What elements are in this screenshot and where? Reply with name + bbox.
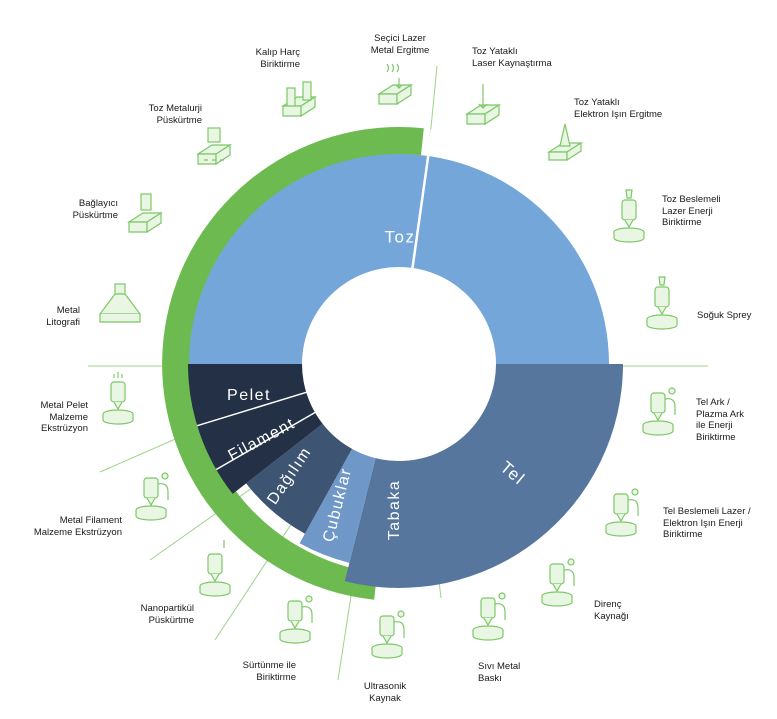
label-toz-yatakli-laser: Toz Yataklı Laser Kaynaştırma [472, 46, 552, 69]
mold-icon [280, 81, 318, 118]
resistance-icon [541, 558, 575, 607]
label-ultrasonik: Ultrasonik Kaynak [363, 681, 407, 704]
liquid-metal-icon [472, 592, 506, 641]
segment-label-tabaka: Tabaka [386, 480, 403, 541]
label-toz-yatakli-elektron: Toz Yataklı Elektron Işın Ergitme [574, 97, 663, 120]
label-metal-litografi: Metal Litografi [46, 305, 80, 328]
segment-label-toz: Toz [385, 227, 416, 246]
binder-jet-icon [126, 193, 164, 234]
label-tel-beslemeli: Tel Beslemeli Lazer / Elektron Işın Ener… [663, 506, 751, 540]
block-arrow-icon [464, 84, 502, 126]
wire-feed-icon [605, 488, 639, 537]
label-toz-metalurji: Toz Metalurji Püskürtme [148, 103, 202, 126]
cone-block-icon [546, 123, 584, 162]
label-direnc: Direnç Kaynağı [594, 599, 629, 622]
label-kalip-harc: Kalıp Harç Biriktirme [255, 47, 300, 70]
wheel-segments [188, 129, 623, 588]
label-nanopartikul: Nanopartikül Püskürtme [140, 603, 194, 626]
ultrasonic-icon [371, 610, 405, 659]
toz-seam [411, 129, 434, 270]
dark-separator-2 [197, 391, 308, 427]
sprayer-icon [646, 276, 678, 330]
arc-torch-icon [642, 387, 676, 436]
segment-cubuklar [246, 423, 353, 534]
center-hole [302, 267, 496, 461]
pellet-extruder-icon [102, 372, 134, 425]
label-surtunme: Sürtünme ile Biriktirme [242, 660, 296, 683]
lithography-icon [98, 283, 142, 323]
label-metal-filament: Metal Filament Malzeme Ekstrüzyon [33, 515, 122, 538]
label-soguk-sprey: Soğuk Sprey [697, 310, 752, 321]
segment-toz [189, 154, 609, 364]
label-tel-ark: Tel Ark / Plazma Ark ile Enerji Biriktir… [696, 397, 745, 443]
label-toz-beslemeli: Toz Beslemeli Lazer Enerji Biriktirme [662, 194, 721, 228]
filament-extruder-icon [135, 472, 169, 521]
label-sivi-metal: Sıvı Metal Baskı [478, 661, 521, 684]
segment-tel [344, 364, 623, 588]
process-icons [98, 63, 678, 659]
segment-tabaka [299, 448, 376, 563]
label-secici-lazer: Seçici Lazer Metal Ergitme [370, 33, 430, 56]
powder-jet-icon [195, 127, 233, 166]
dark-separator-1 [215, 411, 317, 471]
label-baglayici: Bağlayıcı Püskürtme [72, 198, 118, 221]
label-metal-pelet: Metal Pelet Malzeme Ekstrüzyon [40, 400, 88, 434]
block-lines-icon [376, 63, 414, 106]
segment-label-pelet: Pelet [227, 387, 271, 404]
friction-icon [279, 595, 313, 644]
nanoparticle-icon [199, 540, 231, 597]
segment-dagilim [188, 364, 324, 494]
nozzle-icon [613, 189, 645, 243]
